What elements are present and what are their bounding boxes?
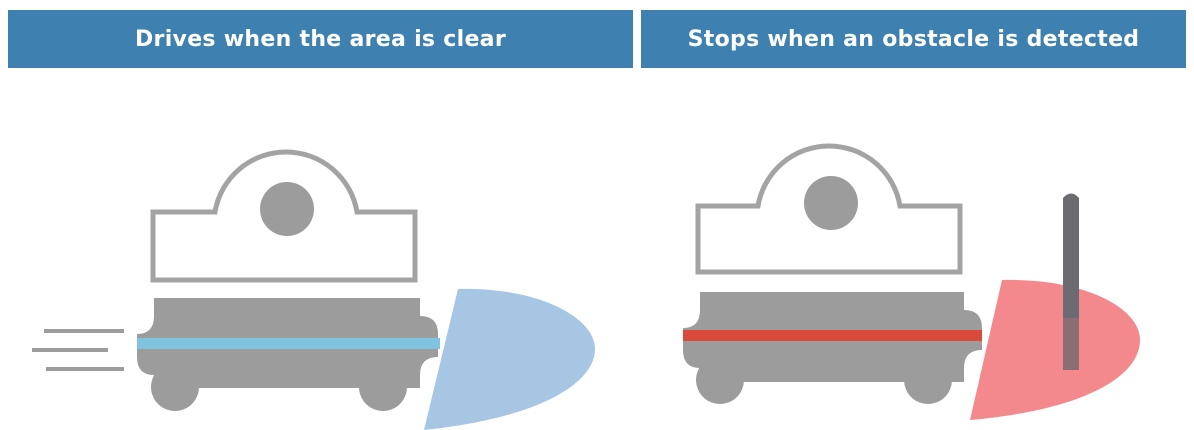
obstacle-post-top: [1063, 194, 1079, 319]
robot-wheel-rear: [904, 356, 952, 404]
robot-wheel-front: [696, 356, 744, 404]
robot-stripe-alert: [683, 330, 982, 341]
panel-header-clear: Drives when the area is clear: [8, 10, 633, 68]
panel-title-obstacle: Stops when an obstacle is detected: [688, 27, 1140, 52]
obstacle-post-in-field: [1063, 318, 1079, 370]
obstacle-post-icon: [1063, 194, 1079, 371]
scene-obstacle-detected: [0, 70, 1194, 430]
sensor-field-icon: [970, 280, 1140, 420]
robot-head-dot: [804, 176, 858, 230]
panel-title-clear: Drives when the area is clear: [135, 27, 506, 52]
panel-header-obstacle: Stops when an obstacle is detected: [641, 10, 1186, 68]
